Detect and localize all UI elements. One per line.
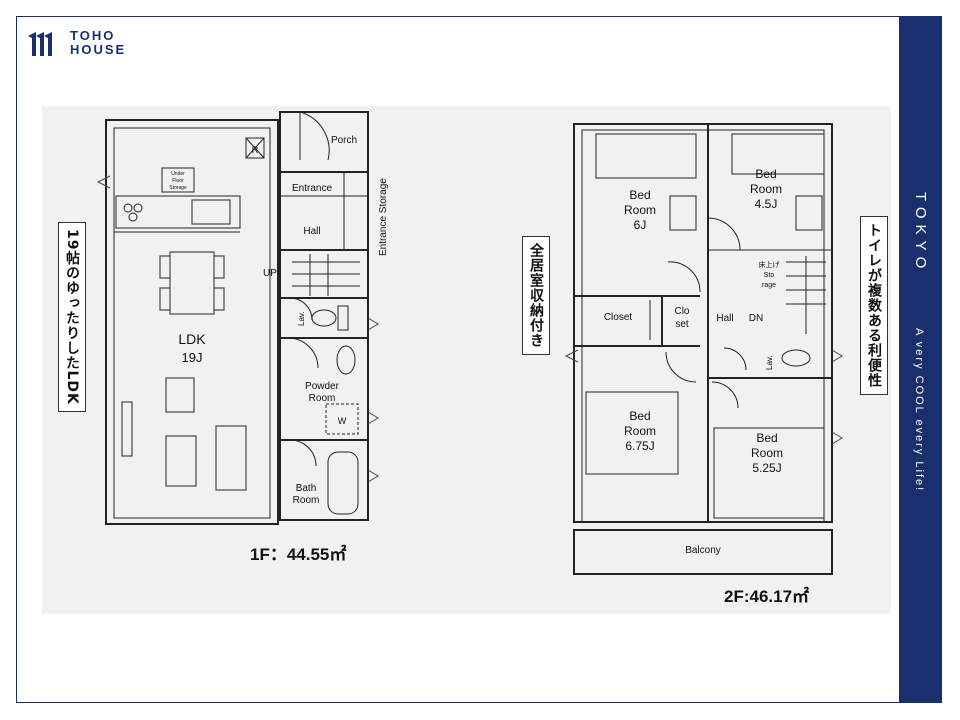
bedroom-525-label-1: Bed [756, 431, 777, 445]
entrance-label: Entrance [292, 183, 332, 194]
sidebar-tagline: A very COOL every Life! [913, 328, 925, 493]
sidebar-city: TOKYO [912, 192, 929, 275]
refrigerator [245, 137, 265, 159]
callout-ldk: 19帖のゆったりしたLDK [58, 222, 86, 412]
bed-frame-1 [595, 133, 697, 179]
bedroom-675-label-2: Room [624, 424, 656, 438]
callout-storage: 全居室収納付き [522, 236, 550, 355]
balcony-outline [573, 529, 833, 575]
toilet-2f [781, 349, 811, 367]
floor2-outer-wall [573, 123, 833, 523]
toilet-1f [311, 309, 337, 327]
kitchen-counter [115, 195, 241, 229]
sofa [165, 435, 197, 487]
callout-toilets: トイレが複数ある利便性 [860, 216, 888, 395]
sidebar-band: TOKYO A very COOL every Life! [900, 16, 942, 703]
bedroom-6-size: 6J [634, 218, 647, 232]
bedroom-45-label-1: Bed [755, 167, 776, 181]
powder-room-label-2: Room [309, 393, 336, 404]
under-floor-storage [161, 167, 195, 193]
lav-label-2f: Lav. [765, 355, 774, 370]
bath-room-label-1: Bath [296, 483, 317, 494]
refrigerator-label: R [252, 145, 259, 155]
under-floor-label-2: Floor [172, 178, 184, 184]
ldk-label: LDK [178, 331, 206, 347]
ldk-size: 19J [182, 350, 203, 365]
ldk-outer-wall [105, 119, 279, 525]
dining-table [169, 251, 215, 315]
bedroom-675-size: 6.75J [625, 439, 654, 453]
hall-label-1f: Hall [303, 226, 320, 237]
bedroom-675-label-1: Bed [629, 409, 650, 423]
lav-label-1f: Lav. [297, 311, 306, 326]
washer [325, 403, 359, 435]
hall-label-2f: Hall [716, 313, 733, 324]
brand-line2: HOUSE [70, 42, 127, 57]
powder-room-label-1: Powder [305, 381, 340, 392]
bedroom-525-size: 5.25J [752, 461, 781, 475]
brand-line1: TOHO [70, 28, 116, 43]
bedroom-45-size: 4.5J [755, 197, 778, 211]
under-floor-label-3: Storage [169, 185, 187, 191]
floor2-area-label: 2F:46.17㎡ [724, 587, 810, 606]
entrance-storage-label: Entrance Storage [378, 178, 389, 256]
raised-storage-label-3: rage [762, 282, 776, 289]
bedroom-525-label-2: Room [751, 446, 783, 460]
porch-label: Porch [331, 135, 357, 146]
bed-frame-4 [713, 427, 825, 519]
coffee-table [165, 377, 195, 413]
brand-logo: TOHO HOUSE [26, 28, 126, 58]
toho-house-logo-icon [28, 32, 52, 56]
stairs-up-label: UP [263, 268, 277, 279]
page-frame [16, 16, 900, 703]
floor1-area-label: 1F：44.55㎡ [250, 545, 347, 564]
washer-label: W [338, 416, 347, 426]
sink [191, 199, 231, 225]
bed-frame-3 [585, 391, 679, 475]
tv-board [215, 425, 247, 491]
bedroom-6-label-1: Bed [629, 188, 650, 202]
balcony-label: Balcony [685, 545, 721, 556]
raised-storage-label-1: 床上げ [759, 260, 780, 269]
closet-label: Closet [604, 312, 633, 323]
bath-room-label-2: Room [293, 495, 320, 506]
bathtub [327, 451, 359, 515]
washbasin [336, 345, 356, 375]
stairs-down-label: DN [749, 313, 763, 324]
bed-frame-2 [731, 133, 825, 175]
under-floor-label-1: Under [171, 171, 185, 177]
closet-small-label-2: set [675, 319, 689, 330]
raised-storage-label-2: Sto [764, 272, 775, 279]
closet-small-label-1: Clo [674, 306, 689, 317]
bedroom-45-label-2: Room [750, 182, 782, 196]
bedroom-6-label-2: Room [624, 203, 656, 217]
storage-shelf [121, 401, 133, 457]
